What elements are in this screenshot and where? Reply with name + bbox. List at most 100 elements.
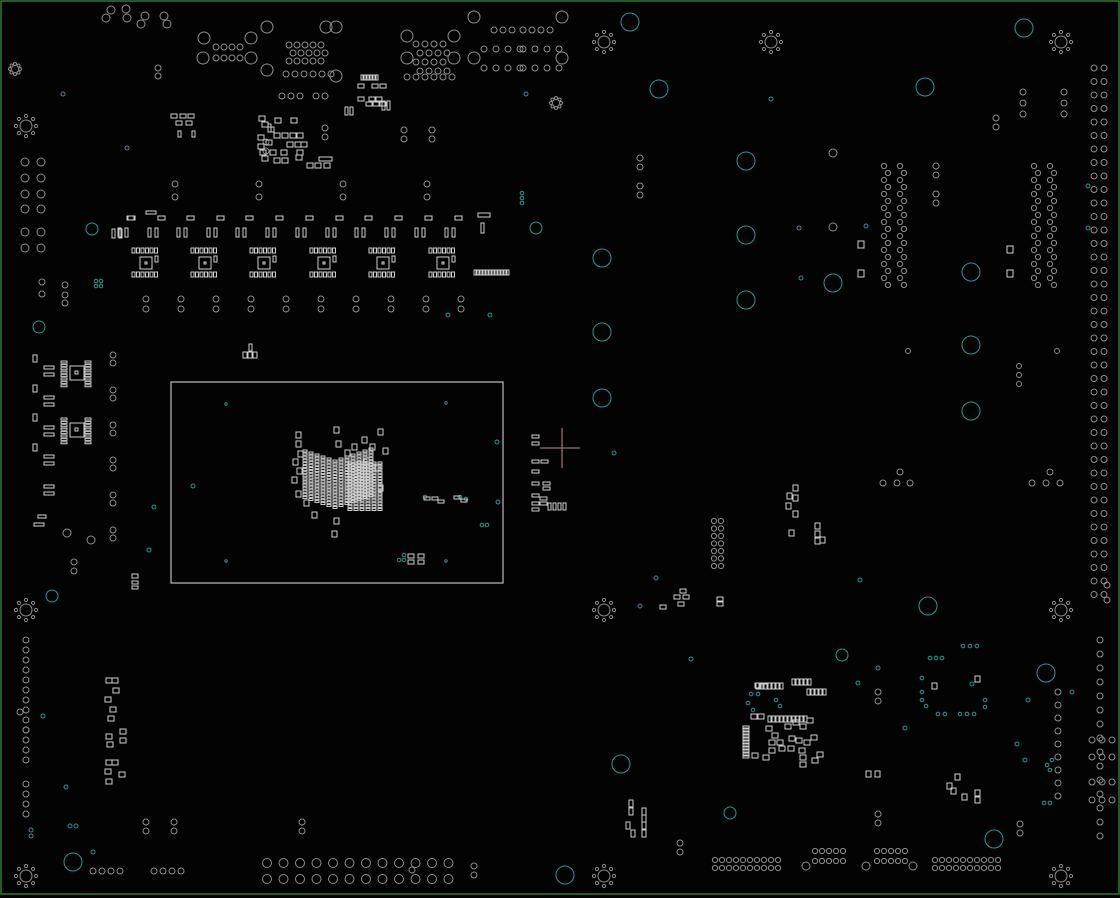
via (942, 711, 948, 717)
smd-pad (347, 486, 353, 490)
smd-pad (60, 441, 68, 445)
through-hole (22, 666, 30, 674)
large-via (984, 829, 1004, 849)
smd-pad (365, 467, 371, 471)
through-hole (1090, 402, 1098, 409)
through-hole (1090, 91, 1098, 99)
smd-pad (84, 360, 92, 364)
through-hole (710, 517, 718, 525)
via (1085, 225, 1091, 231)
through-hole (873, 857, 881, 865)
through-hole (1090, 159, 1098, 166)
smd-pad (785, 502, 792, 510)
smd-pad (795, 678, 800, 686)
smd-pad (857, 240, 865, 249)
smd-pad (779, 682, 784, 690)
smd-pad (258, 271, 263, 278)
through-hole (884, 253, 892, 261)
smd-pad (351, 443, 358, 451)
through-hole (312, 92, 320, 100)
through-hole (880, 204, 888, 212)
smd-pad (302, 489, 308, 493)
smd-pad (308, 467, 314, 470)
through-hole (142, 305, 150, 313)
smd-pad (742, 740, 750, 744)
through-hole (86, 535, 96, 545)
mounting-hole-icon (549, 96, 563, 110)
large-via (736, 290, 756, 310)
through-hole (732, 856, 740, 864)
large-via (592, 248, 612, 268)
smd-pad (332, 493, 338, 497)
smd-pad (344, 495, 350, 499)
through-hole (22, 706, 30, 714)
smd-pad (811, 757, 819, 764)
smd-pad (254, 247, 258, 254)
smd-pad (84, 420, 92, 424)
through-hole (746, 856, 754, 864)
through-hole (739, 864, 747, 872)
smd-pad (371, 492, 377, 496)
smd-pad (442, 271, 446, 278)
via (982, 704, 988, 710)
through-hole (896, 232, 904, 240)
smd-pad (384, 227, 389, 238)
through-hole (739, 856, 747, 864)
smd-pad (320, 489, 326, 493)
smd-pad (332, 481, 338, 485)
smd-pad (540, 459, 549, 464)
smd-pad (814, 530, 821, 538)
through-hole (1034, 197, 1042, 205)
large-via (45, 589, 59, 603)
through-hole (1030, 246, 1038, 254)
through-hole (718, 864, 726, 872)
large-via (555, 865, 575, 885)
through-hole (287, 92, 295, 100)
through-hole (109, 351, 117, 359)
through-hole (20, 189, 30, 199)
smd-pad (252, 351, 258, 359)
smd-pad (641, 821, 647, 830)
through-hole (1090, 213, 1098, 220)
through-hole (321, 124, 329, 132)
smd-pad (338, 491, 344, 495)
smd-pad (32, 354, 38, 363)
through-hole (1098, 796, 1106, 804)
through-hole (260, 20, 274, 34)
smd-pad (258, 247, 263, 254)
through-hole (710, 562, 718, 570)
through-hole (300, 70, 308, 78)
smd-pad (290, 117, 298, 124)
smd-pad (267, 271, 272, 278)
through-hole (725, 856, 733, 864)
smd-pad (974, 796, 981, 804)
through-hole (70, 558, 78, 566)
through-hole (22, 726, 30, 734)
mounting-hole-icon (591, 863, 617, 889)
smd-pad (798, 747, 806, 754)
smd-pad (263, 247, 267, 254)
through-hole (410, 858, 421, 868)
through-hole (309, 41, 317, 49)
through-hole (159, 867, 167, 875)
through-hole (973, 856, 981, 864)
through-hole (1030, 274, 1038, 282)
through-hole (932, 162, 940, 170)
smd-pad (338, 500, 344, 504)
through-hole (448, 73, 456, 81)
smd-pad (84, 424, 92, 428)
through-hole-layer (16, 4, 1116, 884)
smd-pad (302, 465, 308, 468)
through-hole (900, 211, 908, 219)
through-hole (1046, 468, 1054, 476)
through-hole (22, 810, 30, 818)
through-hole (1090, 78, 1098, 85)
through-hole (874, 697, 882, 705)
smd-pad (104, 696, 112, 703)
smd-pad (314, 487, 320, 491)
via (773, 697, 779, 703)
smd-pad (362, 477, 368, 481)
smd-pad (347, 495, 353, 499)
via (969, 681, 975, 687)
